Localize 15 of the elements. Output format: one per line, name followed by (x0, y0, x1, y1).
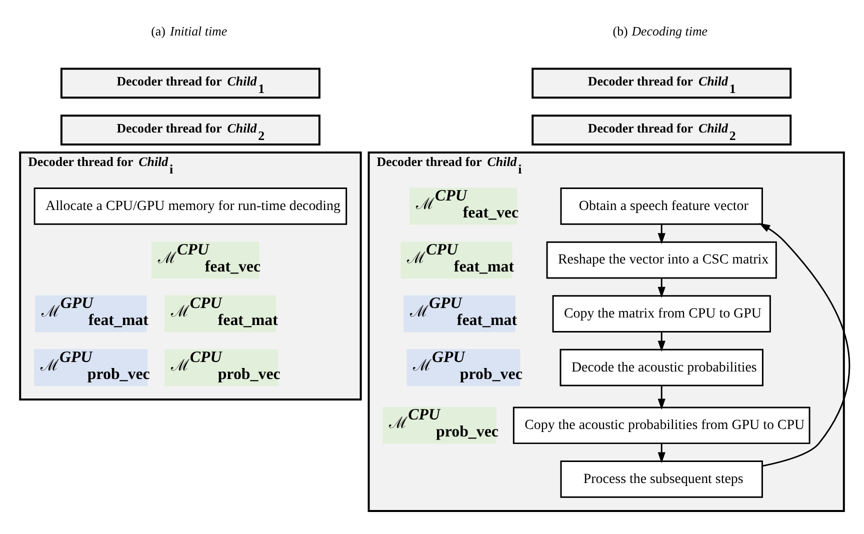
arrow (658, 443, 666, 464)
label: (a) Initial time (151, 23, 228, 38)
node-box: Allocate a CPU/GPU memory for run-time decoding (34, 188, 348, 225)
node-box: Obtain a speech feature vector (560, 188, 763, 225)
arrow (759, 223, 850, 467)
arrow (658, 386, 666, 410)
node-box: Copy the acoustic probabilities from GPU to CPU (512, 406, 810, 444)
arrow (658, 278, 666, 298)
arrow (658, 224, 666, 244)
label: (b) Decoding time (612, 23, 708, 38)
node-box: Reshape the vector into a CSC matrix (546, 241, 777, 279)
node-box: Copy the matrix from CPU to GPU (552, 295, 771, 332)
arrow (658, 332, 666, 352)
node-box: Decode the acoustic probabilities (560, 348, 764, 386)
node-box: Process the subsequent steps (560, 460, 763, 498)
